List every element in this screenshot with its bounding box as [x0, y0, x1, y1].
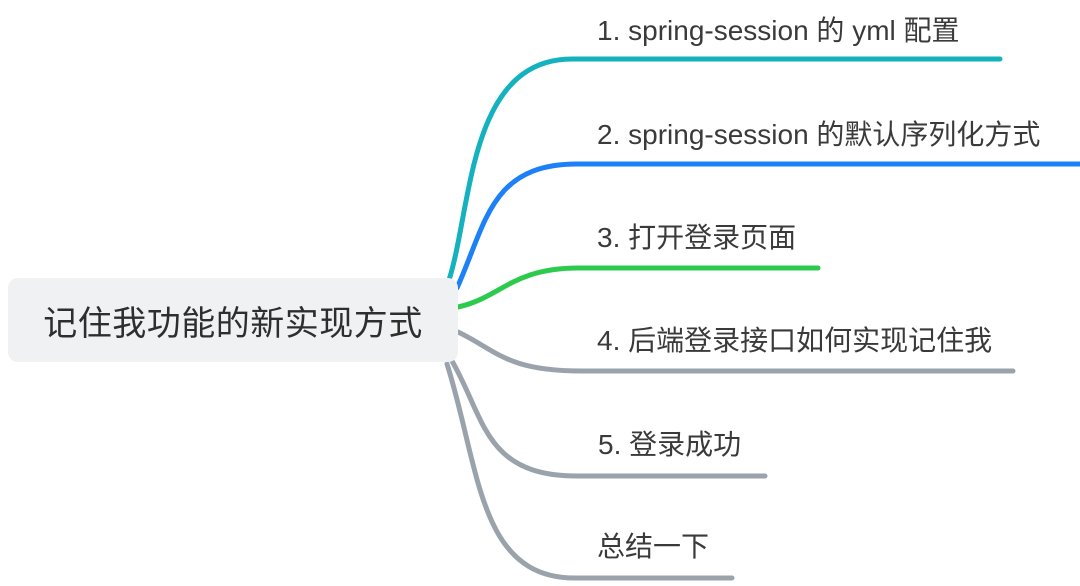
root-node-label: 记住我功能的新实现方式 [43, 304, 423, 343]
branch-6-label[interactable]: 总结一下 [597, 531, 710, 562]
root-node[interactable]: 记住我功能的新实现方式 [8, 278, 458, 362]
branch-2-connector [454, 161, 1080, 291]
branch-4-connector [455, 329, 1016, 374]
branch-1-connector [446, 56, 1003, 283]
branch-4-label[interactable]: 4. 后端登录接口如何实现记住我 [597, 325, 993, 356]
branch-2-label[interactable]: 2. spring-session 的默认序列化方式 [597, 119, 1041, 150]
branch-3-label[interactable]: 3. 打开登录页面 [597, 222, 797, 253]
branch-3-connector [455, 265, 821, 310]
branch-5-connector [449, 358, 768, 479]
branch-5-label[interactable]: 5. 登录成功 [598, 429, 742, 460]
branch-6-connector [444, 361, 735, 581]
branch-1-label[interactable]: 1. spring-session 的 yml 配置 [597, 15, 960, 46]
